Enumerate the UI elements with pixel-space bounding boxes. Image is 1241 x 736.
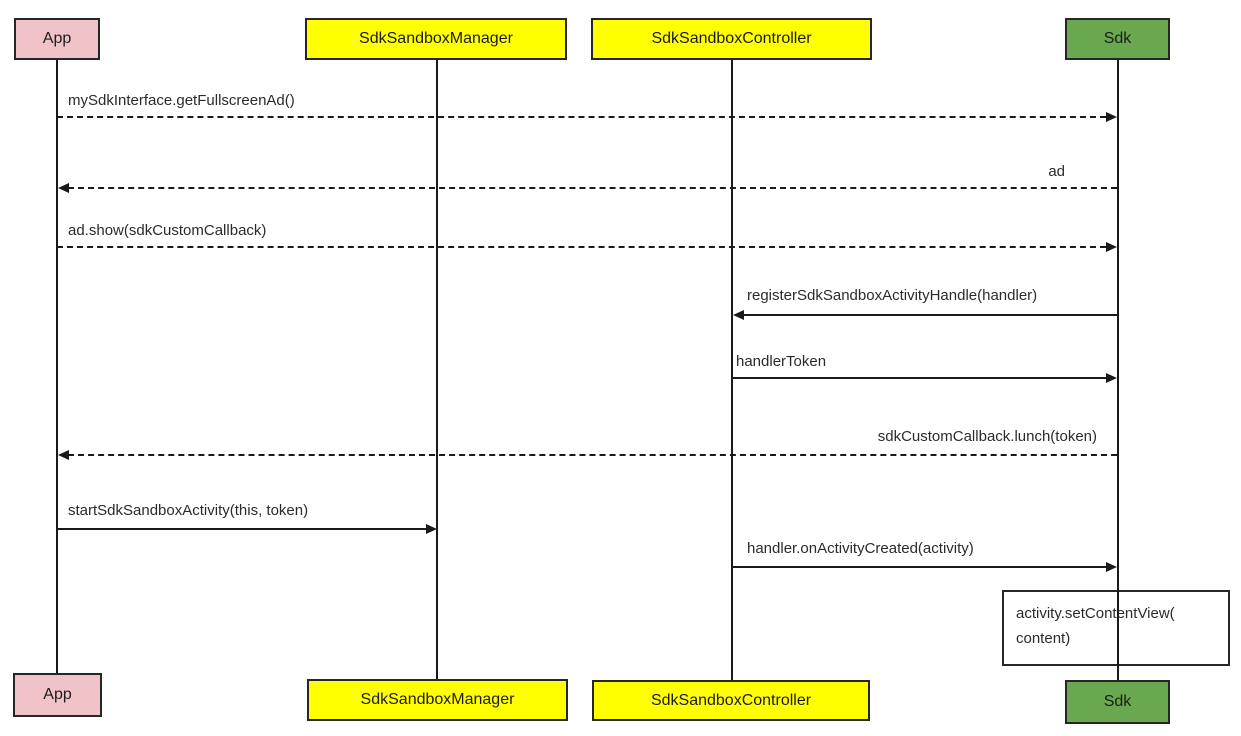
message-label-onActivityCreated: handler.onActivityCreated(activity) [747, 540, 974, 557]
arrowhead-ad [58, 183, 69, 193]
message-label-ad-show: ad.show(sdkCustomCallback) [68, 222, 267, 239]
lifeline-app [56, 60, 58, 673]
arrowhead-getFullscreenAd [1106, 112, 1117, 122]
note-activity-setContentView: activity.setContentView( content) [1002, 590, 1230, 666]
actor-sdk-sandbox-manager-bottom: SdkSandboxManager [307, 679, 568, 721]
arrowhead-onActivityCreated [1106, 562, 1117, 572]
message-line-getFullscreenAd [57, 116, 1106, 118]
actor-sdk-label: Sdk [1103, 693, 1132, 710]
message-line-ad [68, 187, 1117, 189]
arrowhead-ad-show [1106, 242, 1117, 252]
actor-app-bottom: App [13, 673, 102, 717]
note-line-2: content) [1016, 630, 1071, 647]
message-label-registerSdkSandboxActivityHandle: registerSdkSandboxActivityHandle(handler… [747, 287, 1038, 304]
message-label-startSdkSandboxActivity: startSdkSandboxActivity(this, token) [68, 502, 309, 519]
message-label-handlerToken: handlerToken [736, 353, 827, 370]
message-line-registerSdkSandboxActivityHandle [743, 314, 1117, 316]
actor-sdk-sandbox-controller-label: SdkSandboxController [651, 30, 812, 47]
message-line-sdkCustomCallback-lunch [68, 454, 1117, 456]
actor-app-label: App [42, 30, 72, 47]
message-label-getFullscreenAd: mySdkInterface.getFullscreenAd() [68, 92, 295, 109]
lifeline-sdk-sandbox-controller [731, 60, 733, 680]
actor-sdk-top: Sdk [1065, 18, 1170, 60]
note-line-1: activity.setContentView( [1016, 605, 1175, 622]
actor-sdk-sandbox-manager-label: SdkSandboxManager [359, 30, 513, 47]
actor-sdk-sandbox-manager-top: SdkSandboxManager [305, 18, 567, 60]
message-label-ad: ad [1048, 163, 1065, 180]
lifeline-sdk [1117, 60, 1119, 680]
actor-app-label: App [43, 686, 72, 703]
actor-sdk-bottom: Sdk [1065, 680, 1170, 724]
actor-sdk-sandbox-controller-bottom: SdkSandboxController [592, 680, 870, 721]
arrowhead-handlerToken [1106, 373, 1117, 383]
message-line-ad-show [57, 246, 1106, 248]
actor-sdk-sandbox-controller-top: SdkSandboxController [591, 18, 872, 60]
lifeline-sdk-sandbox-manager [436, 60, 438, 679]
arrowhead-registerSdkSandboxActivityHandle [733, 310, 744, 320]
message-line-onActivityCreated [732, 566, 1106, 568]
message-line-handlerToken [732, 377, 1106, 379]
arrowhead-sdkCustomCallback-lunch [58, 450, 69, 460]
actor-app-top: App [14, 18, 100, 60]
message-line-startSdkSandboxActivity [57, 528, 426, 530]
message-label-sdkCustomCallback-lunch: sdkCustomCallback.lunch(token) [877, 428, 1097, 445]
actor-sdk-label: Sdk [1103, 30, 1132, 47]
actor-sdk-sandbox-manager-label: SdkSandboxManager [360, 691, 515, 708]
arrowhead-startSdkSandboxActivity [426, 524, 437, 534]
actor-sdk-sandbox-controller-label: SdkSandboxController [650, 691, 812, 709]
